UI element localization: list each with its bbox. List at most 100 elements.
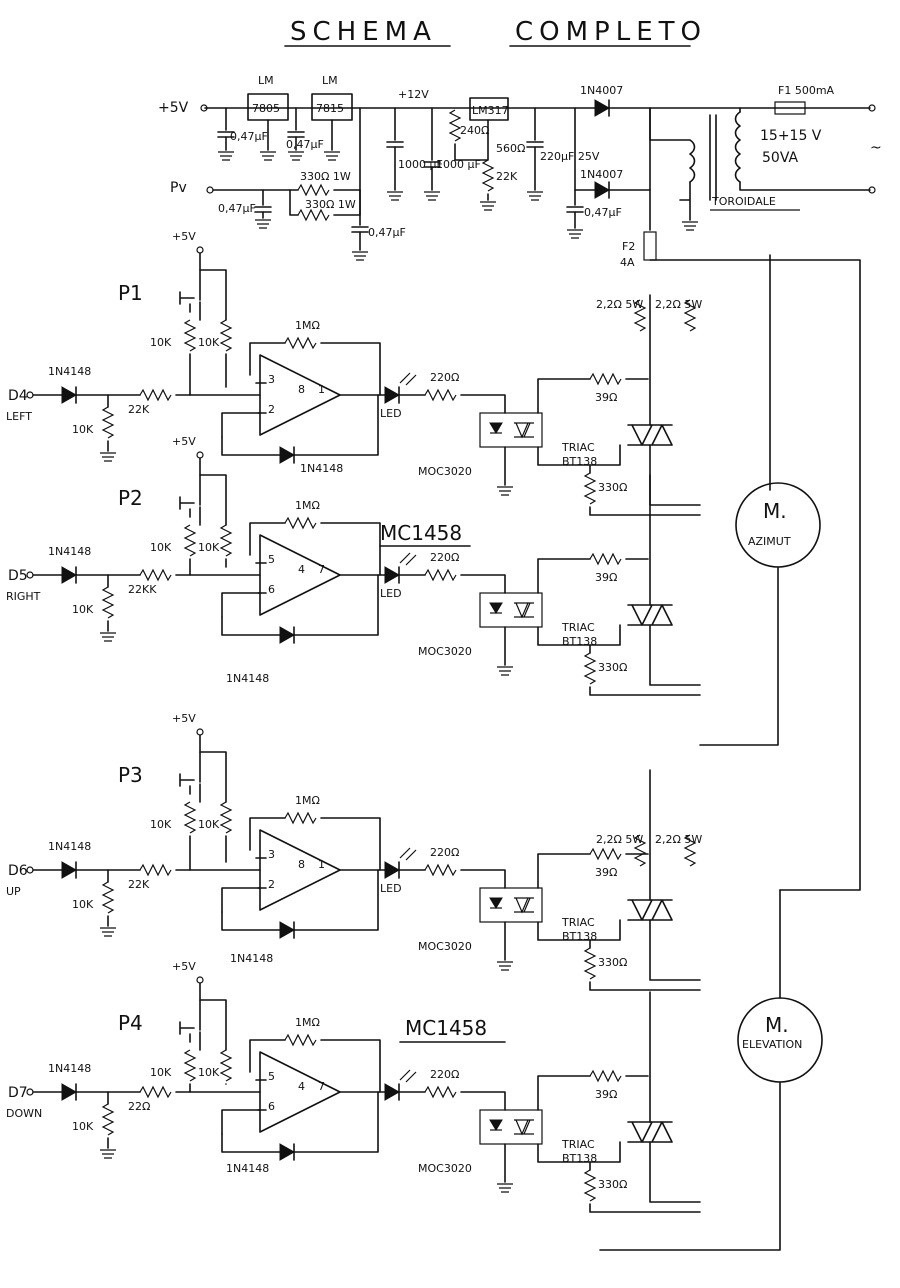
cap-1000-b: 1000 µF: [436, 158, 481, 171]
led: [384, 1083, 400, 1101]
input-pin: [26, 391, 34, 399]
opto-label: MOC3020: [418, 645, 472, 658]
motor-azimut-line2: AZIMUT: [748, 535, 791, 548]
input-diode: [61, 861, 77, 879]
label-plus5v: +5V: [158, 100, 189, 116]
title-word-1: SCHEMA: [290, 17, 437, 47]
transformer-power: 50VA: [762, 150, 798, 166]
input-diode-label: 1N4148: [48, 1062, 91, 1075]
led: [384, 566, 400, 584]
feedback-resistor-label: 1MΩ: [295, 794, 320, 807]
feedback-resistor-label: 1MΩ: [295, 499, 320, 512]
motor-elevation-line2: ELEVATION: [742, 1038, 802, 1051]
pullup-a-label: 10K: [150, 818, 172, 831]
direction-label: LEFT: [6, 410, 32, 423]
opamp-pin-plus: 3: [268, 848, 275, 861]
direction-label: DOWN: [6, 1107, 42, 1120]
input-pin: [26, 866, 34, 874]
opto-label: MOC3020: [418, 465, 472, 478]
motor-azimut-line1: M.: [763, 499, 787, 523]
opamp-pin-out: 1: [318, 383, 325, 396]
feedback-resistor-label: 1MΩ: [295, 1016, 320, 1029]
opamp-pin-vcc: 8: [298, 858, 305, 871]
snubber-resistor-label: 330Ω: [598, 1178, 627, 1191]
cap-047-a: 0,47µF: [230, 130, 268, 143]
led-label: LED: [380, 882, 402, 895]
cap-047-c: 0,47µF: [584, 206, 622, 219]
fuse-f1-label: F1 500mA: [778, 84, 835, 97]
power-res-a: 2,2Ω 5W: [596, 833, 643, 846]
supply-label: +5V: [172, 712, 196, 725]
gate-resistor-label: 39Ω: [595, 1088, 617, 1101]
triac: [627, 1121, 673, 1143]
gate-resistor-label: 39Ω: [595, 866, 617, 879]
snubber-resistor-label: 330Ω: [598, 661, 627, 674]
button-label: P4: [118, 1011, 143, 1035]
triac-label-1: TRIAC: [561, 1138, 595, 1151]
fuse-f1: [774, 101, 806, 115]
cap-047-b: 0,47µF: [286, 138, 324, 151]
reg1-line1: LM: [258, 74, 274, 87]
snubber-resistor-label: 330Ω: [598, 956, 627, 969]
snubber-resistor-label: 330Ω: [598, 481, 627, 494]
label-pv: Pv: [170, 180, 187, 196]
reg3-label: LM317: [472, 104, 509, 117]
opamp-pin-minus: 6: [268, 1100, 275, 1113]
triac-label-1: TRIAC: [561, 441, 595, 454]
opamp-pin-minus: 2: [268, 878, 275, 891]
opamp-pin-out: 7: [318, 563, 325, 576]
triac-label-2: BT138: [562, 455, 597, 468]
regulator-lm317: [469, 97, 509, 121]
pin-label: D6: [8, 863, 28, 879]
feedback-resistor-label: 1MΩ: [295, 319, 320, 332]
res-560: 560Ω: [496, 142, 525, 155]
reg1-line2: 7805: [252, 102, 280, 115]
pullup-b-label: 10K: [198, 541, 220, 554]
supply-label: +5V: [172, 230, 196, 243]
supply-label: +5V: [172, 960, 196, 973]
power-res-b: 2,2Ω 5W: [655, 833, 702, 846]
pullup-b-label: 10K: [198, 1066, 220, 1079]
motor-azimut: [735, 482, 821, 568]
direction-label: UP: [6, 885, 21, 898]
triac-label-2: BT138: [562, 930, 597, 943]
opamp-label-1: MC1458: [380, 521, 462, 545]
res-22k: 22K: [496, 170, 518, 183]
pullup-a-label: 10K: [150, 1066, 172, 1079]
supply-label: +5V: [172, 435, 196, 448]
pulldown-label: 10K: [72, 1120, 94, 1133]
led-resistor-label: 220Ω: [430, 371, 459, 384]
opamp-pin-plus: 5: [268, 553, 275, 566]
power-resistors-2: 2,2Ω 5W 2,2Ω 5W: [596, 833, 702, 867]
series-resistor-label: 22K: [128, 878, 150, 891]
input-pin: [26, 571, 34, 579]
led-resistor-label: 220Ω: [430, 1068, 459, 1081]
pullup-a-label: 10K: [150, 541, 172, 554]
fb-diode-3: 1N4148: [230, 952, 273, 965]
transformer-voltage: 15+15 V: [760, 128, 822, 144]
fuse-f2: [643, 231, 657, 261]
cap-047-d: 0,47µF: [218, 202, 256, 215]
opamp-label-2: MC1458: [405, 1016, 487, 1040]
triac-label-2: BT138: [562, 1152, 597, 1165]
triac: [627, 424, 673, 446]
triac: [627, 899, 673, 921]
input-diode: [61, 386, 77, 404]
led-label: LED: [380, 587, 402, 600]
opamp-pin-plus: 5: [268, 1070, 275, 1083]
button-label: P3: [118, 763, 143, 787]
series-resistor-label: 22Ω: [128, 1100, 150, 1113]
res-330-a: 330Ω 1W: [300, 170, 351, 183]
fb-diode-1: 1N4148: [300, 462, 343, 475]
optocoupler: [479, 1109, 543, 1145]
optocoupler: [479, 592, 543, 628]
series-resistor: [139, 1086, 172, 1098]
opamp-pin-minus: 6: [268, 583, 275, 596]
opamp-pin-vcc: 8: [298, 383, 305, 396]
pullup-a-label: 10K: [150, 336, 172, 349]
